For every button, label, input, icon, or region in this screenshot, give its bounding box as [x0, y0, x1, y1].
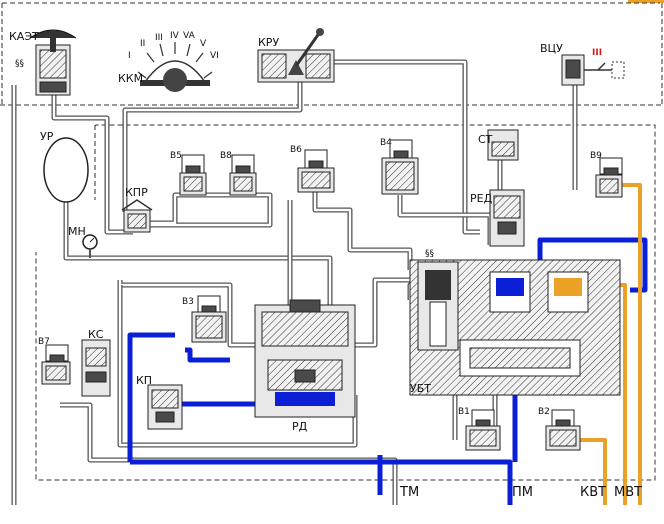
- vtsu-valve: ВЦУ III: [540, 42, 625, 86]
- label-kkm: ККМ: [118, 72, 143, 85]
- valve-v5: В5: [170, 151, 207, 196]
- label-ks: КС: [88, 328, 104, 341]
- label-kp: КП: [136, 374, 152, 387]
- valve-v1: В1: [458, 407, 501, 451]
- ubt-terminals: §§: [425, 249, 435, 259]
- label-rd: РД: [292, 420, 308, 433]
- kkm-pos-5: VA: [183, 31, 196, 41]
- label-v2: В2: [538, 407, 550, 417]
- kkm-pos-6: V: [200, 39, 207, 49]
- label-v9: В9: [590, 151, 602, 161]
- label-st: СТ: [478, 133, 493, 146]
- label-vtsu: ВЦУ: [540, 42, 563, 55]
- valve-v3: В3: [182, 295, 227, 343]
- kkm-pos-3: III: [155, 33, 163, 43]
- label-red: РЕД: [470, 192, 493, 205]
- kaet-terminals: §§: [15, 59, 25, 69]
- valve-red: РЕД: [470, 189, 525, 247]
- kkm-pos-1: I: [128, 51, 131, 61]
- label-v8: В8: [220, 151, 232, 161]
- label-tm: ТМ: [399, 485, 419, 500]
- lower-panel-frame: [35, 124, 656, 481]
- label-v7: В7: [38, 337, 50, 347]
- vtsu-mark: III: [592, 48, 602, 58]
- label-v6: В6: [290, 145, 302, 155]
- label-mvt: МВТ: [614, 485, 642, 500]
- kkm-controller: I II III IV VA V VI ККМ: [118, 31, 219, 92]
- kpr-valve: КПР: [121, 186, 153, 233]
- ubt-block: УБТ §§: [409, 249, 621, 396]
- label-v3: В3: [182, 297, 194, 307]
- rd-relay: РД: [254, 299, 356, 433]
- corner-accent: [628, 0, 664, 3]
- ur-reservoir: УР: [40, 130, 89, 203]
- label-v5: В5: [170, 151, 182, 161]
- label-mn: МН: [68, 225, 86, 238]
- valve-st: СТ: [478, 129, 519, 161]
- valve-v8: В8: [220, 151, 257, 196]
- kru-valve: КРУ: [257, 28, 335, 83]
- valve-ks: КС: [81, 328, 111, 397]
- label-kpr: КПР: [125, 186, 148, 199]
- air-pipes: [11, 59, 578, 505]
- valve-v7: В7: [38, 337, 71, 385]
- label-v4: В4: [380, 138, 392, 148]
- label-kvt: КВТ: [580, 485, 606, 500]
- label-kru: КРУ: [258, 36, 279, 49]
- kkm-pos-2: II: [140, 39, 145, 49]
- kkm-pos-7: VI: [210, 51, 219, 61]
- kkm-pos-4: IV: [170, 31, 180, 41]
- mn-gauge: МН: [68, 225, 98, 258]
- label-ubt: УБТ: [410, 382, 431, 395]
- label-v1: В1: [458, 407, 470, 417]
- label-kaet: КАЭТ: [9, 30, 39, 43]
- valve-kp: КП: [136, 374, 183, 430]
- label-pm: ПМ: [512, 485, 533, 500]
- valve-v9: В9: [590, 151, 623, 198]
- kaet-valve: КАЭТ §§: [9, 29, 77, 96]
- valve-v6: В6: [290, 145, 335, 193]
- valve-v4: В4: [380, 138, 419, 195]
- valve-v2: В2: [538, 407, 581, 451]
- upper-panel-frame: [1, 2, 663, 105]
- label-ur: УР: [40, 130, 54, 143]
